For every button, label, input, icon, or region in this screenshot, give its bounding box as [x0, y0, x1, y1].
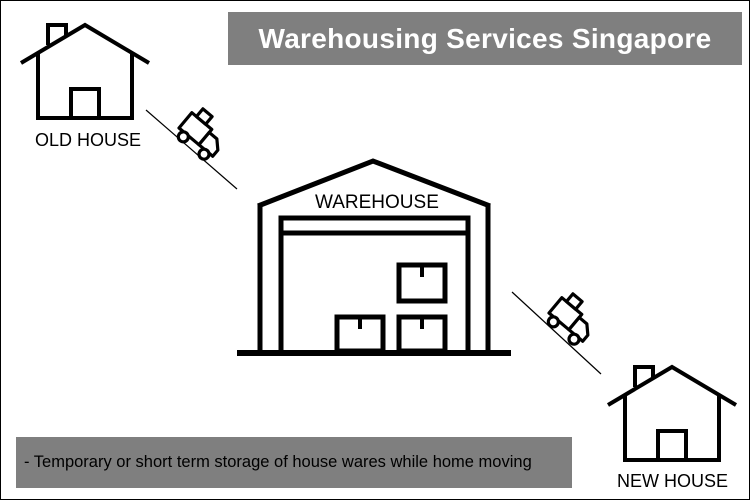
old-house-label: OLD HOUSE: [35, 130, 142, 150]
new-house-label: NEW HOUSE: [617, 471, 729, 491]
warehouse-label: WAREHOUSE: [315, 192, 439, 213]
connector-old-to-warehouse: [145, 109, 238, 190]
page-title: Warehousing Services Singapore: [258, 22, 712, 54]
old-house-icon: [19, 22, 151, 120]
note-text: - Temporary or short term storage of hou…: [24, 453, 532, 471]
title-banner: Warehousing Services Singapore: [228, 12, 742, 65]
note-banner: - Temporary or short term storage of hou…: [16, 437, 572, 488]
truck-icon: [176, 107, 220, 161]
truck-icon: [546, 292, 590, 346]
connector-warehouse-to-new: [511, 291, 602, 375]
warehouse-icon: [237, 158, 511, 356]
new-house-icon: [606, 364, 738, 462]
